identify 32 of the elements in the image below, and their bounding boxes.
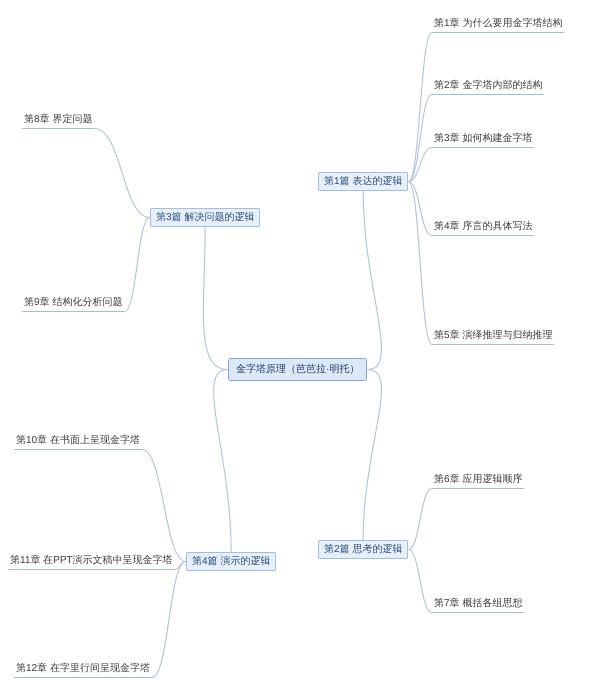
branch-line bbox=[408, 94, 432, 182]
branch-line bbox=[408, 32, 432, 182]
subtopic-label: 第1章 为什么要用金字塔结构 bbox=[432, 17, 564, 33]
subtopic-label: 第10章 在书面上呈现金字塔 bbox=[14, 434, 142, 450]
subtopic-label: 第2章 金字塔内部的结构 bbox=[432, 79, 544, 95]
subtopic-label: 第7章 概括各组思想 bbox=[432, 597, 524, 613]
subtopic-label: 第9章 结构化分析问题 bbox=[22, 296, 124, 312]
branch-line bbox=[408, 549, 432, 613]
branch-line bbox=[213, 368, 232, 552]
branch-line bbox=[142, 449, 186, 562]
branch-line bbox=[408, 180, 432, 236]
branch-line bbox=[94, 128, 150, 218]
branch-line bbox=[362, 368, 382, 540]
subtopic-label: 第4章 序言的具体写法 bbox=[432, 220, 534, 236]
subtopic-label: 第5章 演绎推理与归纳推理 bbox=[432, 329, 554, 345]
branch-line bbox=[408, 146, 432, 182]
subtopic-label: 第11章 在PPT演示文稿中呈现金字塔 bbox=[8, 554, 175, 570]
central-topic-box: 金字塔原理（芭芭拉·明托） bbox=[228, 358, 368, 381]
main-branch-box: 第1篇 表达的逻辑 bbox=[318, 172, 408, 191]
branch-line bbox=[124, 217, 150, 312]
branch-line bbox=[174, 560, 186, 570]
main-branch-box: 第3篇 解决问题的逻辑 bbox=[150, 208, 260, 227]
branch-line bbox=[408, 488, 432, 550]
subtopic-label: 第6章 应用逻辑顺序 bbox=[432, 473, 524, 489]
subtopic-label: 第12章 在字里行间呈现金字塔 bbox=[14, 662, 152, 678]
branch-line bbox=[362, 190, 382, 370]
branch-line bbox=[152, 561, 186, 678]
subtopic-label: 第8章 界定问题 bbox=[22, 113, 94, 129]
subtopic-label: 第3章 如何构建金字塔 bbox=[432, 132, 534, 148]
branch-line bbox=[408, 181, 432, 345]
main-branch-box: 第4篇 演示的逻辑 bbox=[186, 552, 276, 571]
main-branch-box: 第2篇 思考的逻辑 bbox=[318, 540, 408, 559]
